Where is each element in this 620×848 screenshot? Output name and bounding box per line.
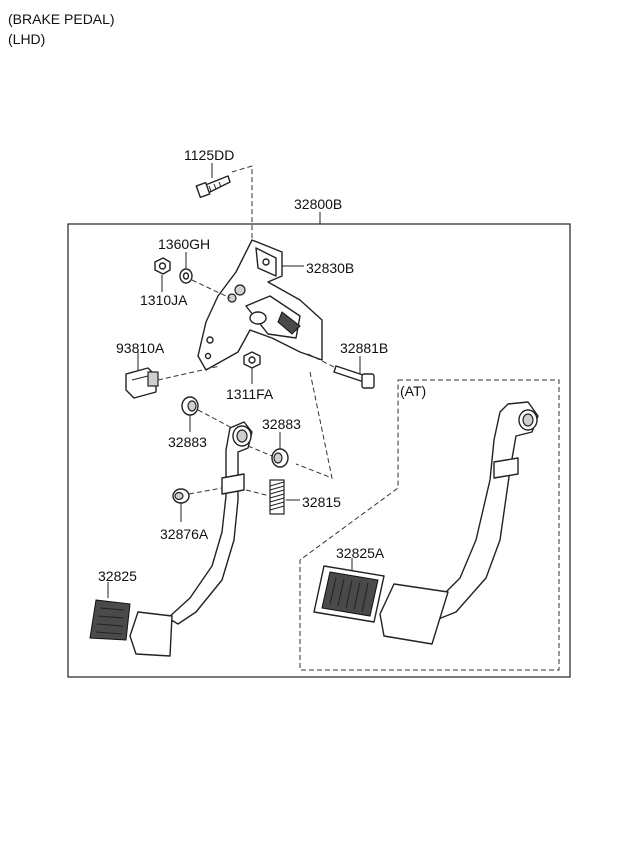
at-box-label: (AT)	[400, 383, 427, 399]
pedal-pad-mt	[129, 611, 173, 657]
switch-93810a	[125, 367, 159, 399]
nut-1310ja	[154, 257, 171, 275]
at-pedal-pad	[379, 583, 449, 645]
part-label-32876a: 32876A	[160, 526, 209, 542]
pin-32881b	[333, 365, 375, 389]
assembly-frame	[67, 223, 571, 678]
bushing-32883-left	[181, 396, 199, 416]
at-pedal-arm	[431, 401, 539, 621]
pedal-pad-cover-32825	[89, 599, 131, 641]
at-pad-cover-32825a	[313, 565, 385, 623]
bolt-1125dd	[195, 175, 231, 199]
part-label-1310ja: 1310JA	[140, 292, 188, 308]
pedal-arm	[167, 421, 253, 625]
part-label-32815: 32815	[302, 494, 341, 510]
part-label-32800b: 32800B	[294, 196, 343, 212]
spring-32815	[269, 479, 285, 515]
bracket-32830b	[197, 239, 323, 371]
part-label-32883-left: 32883	[168, 434, 207, 450]
stopper-32876a	[172, 488, 190, 504]
part-label-1311fa: 1311FA	[226, 386, 274, 402]
part-label-32825a: 32825A	[336, 545, 385, 561]
part-label-32825: 32825	[98, 568, 137, 584]
washer-1360gh	[179, 268, 193, 284]
at-variant-box	[299, 379, 560, 671]
part-label-1360gh: 1360GH	[158, 236, 211, 252]
diagram-title: (BRAKE PEDAL)	[8, 11, 115, 27]
part-label-32830b: 32830B	[306, 260, 355, 276]
nut-1311fa	[243, 351, 261, 369]
diagram-subtitle: (LHD)	[8, 31, 46, 47]
part-label-93810a: 93810A	[116, 340, 165, 356]
part-label-32883-right: 32883	[262, 416, 301, 432]
bushing-32883-right	[271, 448, 289, 468]
part-label-1125dd: 1125DD	[184, 147, 235, 163]
part-label-32881b: 32881B	[340, 340, 389, 356]
